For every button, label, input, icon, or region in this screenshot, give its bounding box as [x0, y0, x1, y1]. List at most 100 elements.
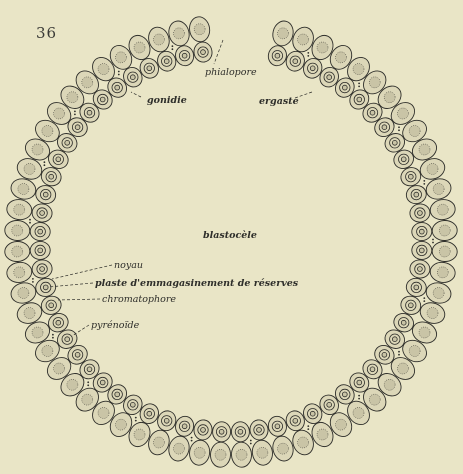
- granule: [74, 114, 76, 116]
- nucleus: [327, 75, 332, 80]
- nucleus: [419, 229, 424, 234]
- label-chromatophore: chromatophore: [102, 294, 176, 305]
- cell-cytoplasm: [298, 34, 309, 45]
- cell-cytoplasm: [427, 163, 438, 174]
- granule: [423, 300, 425, 302]
- granule: [307, 428, 309, 430]
- nucleus: [115, 85, 120, 90]
- nucleus: [370, 367, 375, 372]
- label-ergaste: ergaste: [259, 96, 299, 107]
- cell-cytoplasm: [439, 246, 450, 257]
- cell-cytoplasm: [98, 407, 109, 418]
- granule: [358, 398, 360, 400]
- nucleus: [408, 303, 413, 308]
- leader-phialopore: [214, 40, 223, 64]
- granule: [398, 351, 400, 353]
- nucleus: [310, 411, 315, 416]
- granule: [398, 129, 400, 131]
- nucleus: [147, 66, 152, 71]
- leader-noyau: [52, 265, 112, 279]
- cell-cytoplasm: [14, 204, 25, 215]
- cell: [411, 241, 457, 262]
- cell-cytoplasm: [437, 267, 448, 278]
- nucleus: [275, 53, 280, 58]
- granule: [44, 164, 46, 166]
- cell-cytoplasm: [278, 28, 289, 39]
- granule: [44, 161, 46, 163]
- nucleus: [418, 211, 423, 216]
- granule: [358, 83, 360, 85]
- cell-cytoplasm: [257, 447, 268, 458]
- nucleus: [392, 140, 397, 145]
- granule: [32, 281, 34, 283]
- cell-cytoplasm: [353, 407, 364, 418]
- nucleus: [164, 418, 169, 423]
- granule: [172, 45, 174, 47]
- nucleus: [382, 352, 387, 357]
- cell-cytoplasm: [116, 419, 127, 430]
- nucleus: [87, 367, 92, 372]
- cell-cytoplasm: [12, 246, 23, 257]
- granule: [398, 126, 400, 128]
- granule: [423, 180, 425, 182]
- cell: [231, 421, 252, 467]
- granule: [87, 381, 89, 383]
- cell-cytoplasm: [409, 126, 420, 137]
- label-blastocele: blastocèle: [203, 230, 257, 241]
- nucleus: [310, 66, 315, 71]
- cell-cytoplasm: [32, 144, 43, 155]
- granule: [118, 71, 120, 73]
- granule: [52, 334, 54, 336]
- granule: [191, 440, 193, 442]
- cell-cytoplasm: [14, 267, 25, 278]
- cell-cytoplasm: [353, 64, 364, 75]
- cell-cytoplasm: [42, 346, 53, 357]
- nucleus: [56, 157, 61, 162]
- cell-cytoplasm: [174, 443, 185, 454]
- nucleus: [56, 320, 61, 325]
- granule: [172, 48, 174, 50]
- cell-cytoplasm: [369, 77, 380, 88]
- granule: [423, 183, 425, 185]
- nucleus: [201, 428, 206, 433]
- nucleus: [100, 380, 105, 385]
- cell-cytoplasm: [419, 144, 430, 155]
- nucleus: [275, 424, 280, 429]
- nucleus: [418, 267, 423, 272]
- nucleus: [370, 110, 375, 115]
- leader-chromatophore: [58, 299, 100, 300]
- granule: [423, 297, 425, 299]
- nucleus: [201, 50, 206, 55]
- cell-cytoplasm: [317, 429, 328, 440]
- leader-gonidie: [131, 92, 141, 97]
- cell-cytoplasm: [153, 437, 164, 448]
- nucleus: [130, 402, 135, 407]
- cell-cytoplasm: [134, 429, 145, 440]
- granule: [135, 420, 137, 422]
- granule: [250, 443, 252, 445]
- label-phialopore: phialopore: [205, 67, 257, 78]
- granule: [135, 417, 137, 419]
- cell-cytoplasm: [236, 449, 247, 460]
- nucleus: [357, 380, 362, 385]
- nucleus: [49, 303, 54, 308]
- label-pyrenoide: pyrénoïde: [91, 320, 139, 331]
- granule: [307, 55, 309, 57]
- cell-cytoplasm: [433, 184, 444, 195]
- nucleus: [43, 285, 48, 290]
- cell-cytoplasm: [18, 288, 29, 299]
- nucleus: [87, 110, 92, 115]
- granule: [358, 86, 360, 88]
- granule: [250, 440, 252, 442]
- nucleus: [414, 285, 419, 290]
- cell-cytoplasm: [336, 52, 347, 63]
- cell-cytoplasm: [24, 308, 35, 319]
- nucleus: [408, 174, 413, 179]
- granule: [74, 111, 76, 113]
- cell-cytoplasm: [67, 379, 78, 390]
- cell-cytoplasm: [98, 64, 109, 75]
- cell-cytoplasm: [82, 77, 93, 88]
- cell-cytoplasm: [298, 437, 309, 448]
- nucleus: [43, 192, 48, 197]
- nucleus: [130, 75, 135, 80]
